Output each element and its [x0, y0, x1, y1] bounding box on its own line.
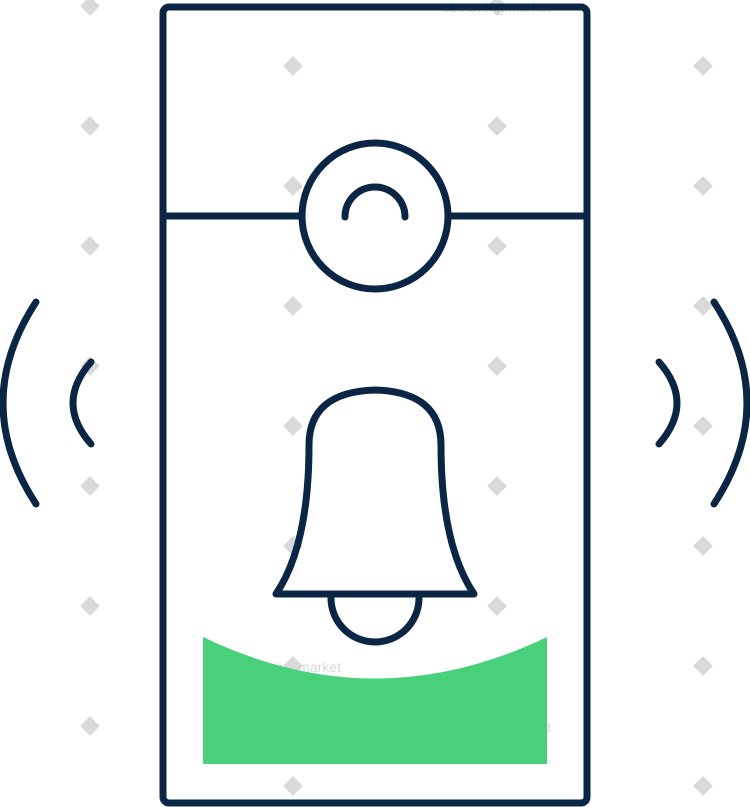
watermark-diamond	[487, 356, 507, 376]
watermark-diamond	[283, 296, 303, 316]
watermark-diamond	[693, 416, 713, 436]
watermark-diamond	[693, 776, 713, 796]
watermark-diamond	[283, 56, 303, 76]
watermark-layer: eLearning.market eLearning.market eLearn…	[80, 0, 713, 796]
camera-lens	[298, 139, 452, 293]
watermark-diamond	[283, 776, 303, 796]
sound-wave-left-inner-icon	[69, 358, 95, 448]
watermark-diamond	[693, 536, 713, 556]
watermark-diamond	[80, 0, 100, 16]
watermark-diamond	[80, 116, 100, 136]
sound-wave-right-inner-icon	[655, 358, 681, 448]
watermark-diamond	[80, 476, 100, 496]
watermark-diamond	[283, 176, 303, 196]
watermark-diamond	[80, 716, 100, 736]
sound-wave-left-outer-icon	[0, 298, 40, 508]
watermark-diamond	[487, 476, 507, 496]
watermark-diamond	[693, 656, 713, 676]
watermark-diamond	[80, 236, 100, 256]
watermark-diamond	[693, 176, 713, 196]
sound-wave-right-outer-icon	[710, 298, 750, 508]
watermark-diamond	[487, 236, 507, 256]
bell-icon	[272, 386, 478, 598]
watermark-diamond	[283, 416, 303, 436]
watermark-diamond	[80, 596, 100, 616]
accent-band	[203, 637, 547, 764]
camera-smile-arc	[341, 183, 409, 221]
watermark-diamonds	[80, 0, 713, 796]
bell-clapper	[327, 594, 423, 646]
watermark-diamond	[693, 296, 713, 316]
doorbell-body	[159, 3, 591, 807]
watermark-diamond	[487, 116, 507, 136]
watermark-diamond	[487, 596, 507, 616]
watermark-diamond	[693, 56, 713, 76]
